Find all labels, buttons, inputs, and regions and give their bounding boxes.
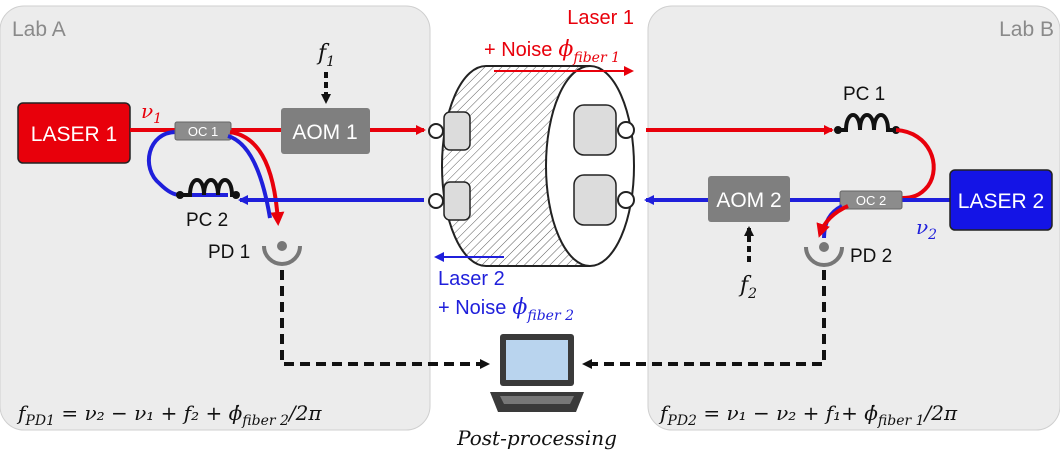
nu2-label: ν2 — [916, 215, 937, 243]
oc-2-label: OC 2 — [856, 193, 886, 208]
pc-2-label: PC 2 — [186, 210, 228, 231]
pd-2-label: PD 2 — [850, 246, 892, 267]
laptop-icon — [490, 334, 584, 412]
pd1-signal-line — [280, 270, 490, 369]
pc-1-label: PC 1 — [843, 84, 885, 105]
aom-1-label: AOM 1 — [292, 121, 357, 144]
blue-beam-oc1-to-pd1 — [227, 134, 272, 219]
pd-1-detector — [262, 245, 302, 266]
red-beam-oc1-to-pd1 — [229, 130, 285, 226]
pc-1-coils — [836, 113, 896, 132]
aom-1-box — [281, 108, 370, 154]
laser-2-label: LASER 2 — [958, 190, 1044, 213]
pc-2-end-right — [232, 191, 240, 199]
link-bottom-line1: Laser 2 — [438, 268, 505, 290]
aom-2-label: AOM 2 — [716, 189, 781, 212]
post-processing-caption: Post-processing — [456, 426, 617, 450]
pd-1-dot — [277, 241, 287, 251]
pc-2-coils — [180, 178, 236, 197]
pc-1-end-left — [834, 126, 842, 134]
lab-b-panel — [647, 5, 1060, 431]
laser-2-box — [949, 169, 1053, 231]
pd-2-detector — [804, 246, 844, 267]
pd-1-label: PD 1 — [208, 242, 250, 263]
link-top-line1: Laser 1 — [567, 7, 634, 29]
fiber-spool — [428, 65, 635, 267]
equation-pd1: fPD1 = ν₂ − ν₁ + f₂ + ϕ̇fiber 2/2π — [16, 401, 322, 429]
aom-2-box — [708, 176, 790, 222]
pc-2-end-left — [176, 191, 184, 199]
lab-b-label: Lab B — [999, 18, 1054, 41]
nu1-label: ν1 — [141, 99, 162, 127]
red-beam-oc2-to-pd2 — [816, 204, 849, 238]
lab-a-label: Lab A — [12, 18, 66, 41]
laser-1-label: LASER 1 — [31, 123, 117, 146]
red-loop-pc1-to-oc2 — [895, 128, 936, 200]
pd-2-dot — [819, 242, 829, 252]
oc-1-label: OC 1 — [188, 124, 218, 139]
laser-1-box — [17, 102, 131, 164]
